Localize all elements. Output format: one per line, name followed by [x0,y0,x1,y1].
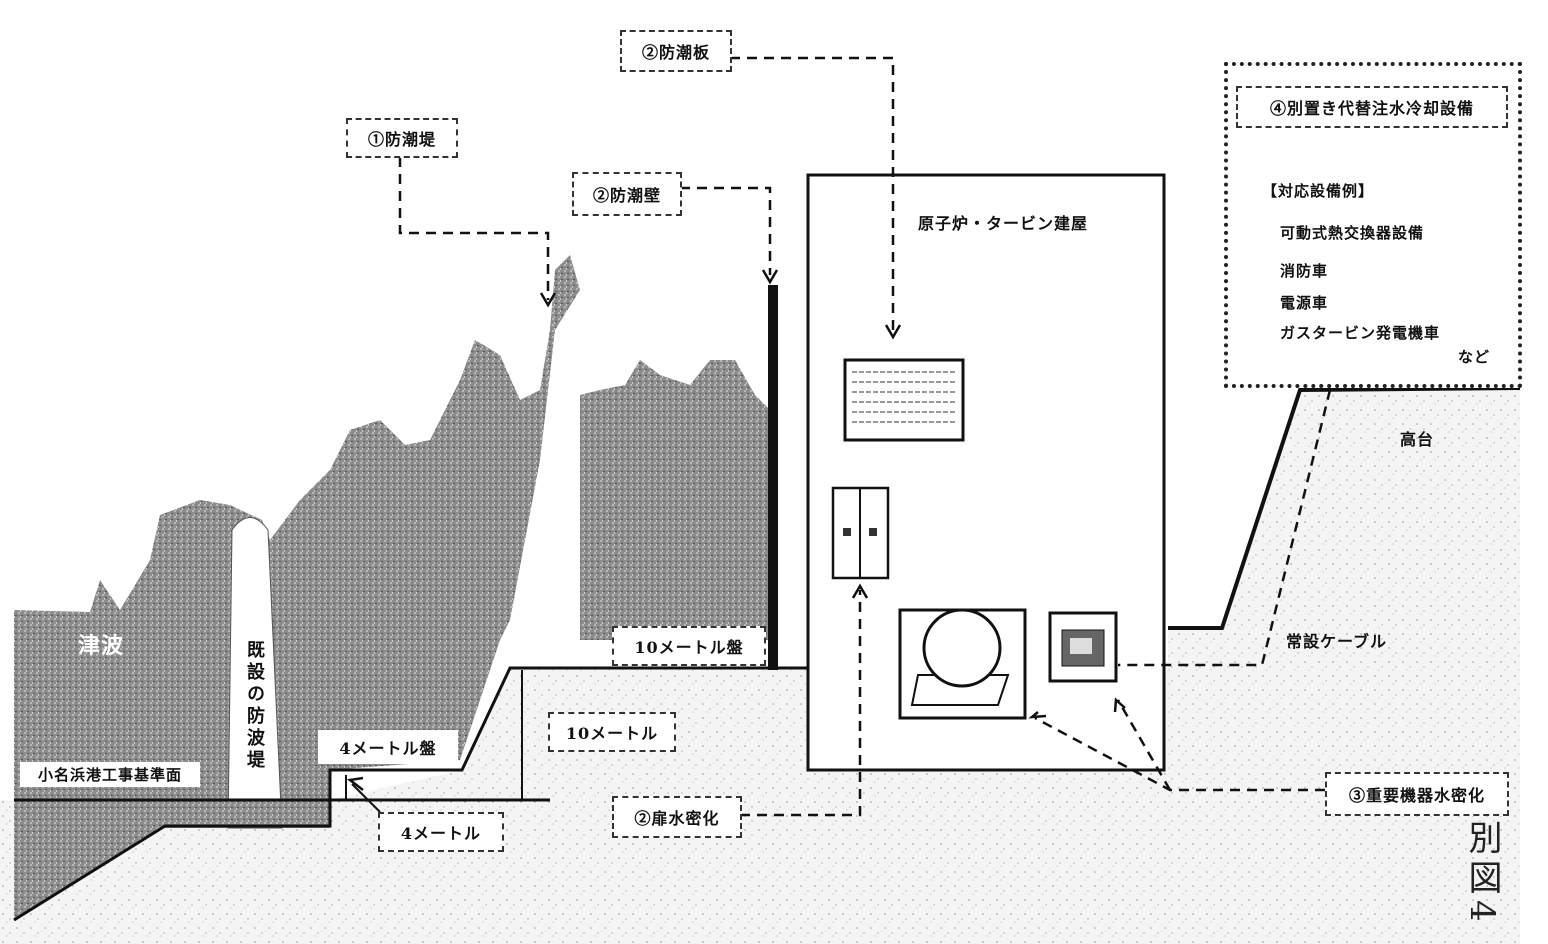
backup-cooling-title: ④別置き代替注水冷却設備 [1236,86,1508,128]
door-seal-callout: ②扉水密化 [612,796,742,838]
tide-board-vent [843,358,965,442]
ground-10m-label: 10メートル盤 [612,626,766,666]
tide-wall [768,285,778,670]
ground-area [0,388,1520,944]
backup-cooling-panel: ④別置き代替注水冷却設備 【対応設備例】 可動式熱交換器設備 消防車 電源車 ガ… [1224,62,1522,388]
highland-label: 高台 [1400,430,1435,449]
figure-number: 別図4 [1462,820,1502,928]
backup-item-4: ガスタービン発電機車 [1280,324,1441,342]
backup-item-3: 電源車 [1280,294,1329,312]
existing-breakwater [227,517,283,829]
equipment-seal-callout: ③重要機器水密化 [1325,772,1509,816]
building-label: 原子炉・タービン建屋 [918,214,1089,233]
backup-item-2: 消防車 [1280,262,1329,280]
sea-bed [14,800,330,920]
height-10m-label: 10メートル [548,712,676,752]
arrowheads [346,269,1126,791]
backup-item-1: 可動式熱交換器設備 [1280,224,1425,242]
door-handle-left [843,528,851,536]
tidewall-callout: ②防潮壁 [572,172,682,216]
seawall-callout: ①防潮堤 [346,118,458,158]
tideboard-callout: ②防潮板 [620,30,732,72]
backup-heading: 【対応設備例】 [1262,182,1375,200]
datum-label: 小名浜港工事基準面 [20,762,201,787]
height-4m-label: 4メートル [378,812,504,852]
ground-4m-label: 4メートル盤 [318,730,458,764]
vent-slats [852,371,956,423]
leader-lines [398,56,1332,817]
ground-outline [13,666,808,922]
backup-etc: など [1458,348,1491,366]
existing-breakwater-label: 既設の防波堤 [244,640,265,772]
tsunami-wave [14,255,580,828]
door-handle-right [869,528,877,536]
highland-outline [1168,386,1521,630]
tsunami-wave-right [580,360,770,640]
tsunami-label: 津波 [78,633,125,659]
cable-label: 常設ケーブル [1286,632,1388,651]
